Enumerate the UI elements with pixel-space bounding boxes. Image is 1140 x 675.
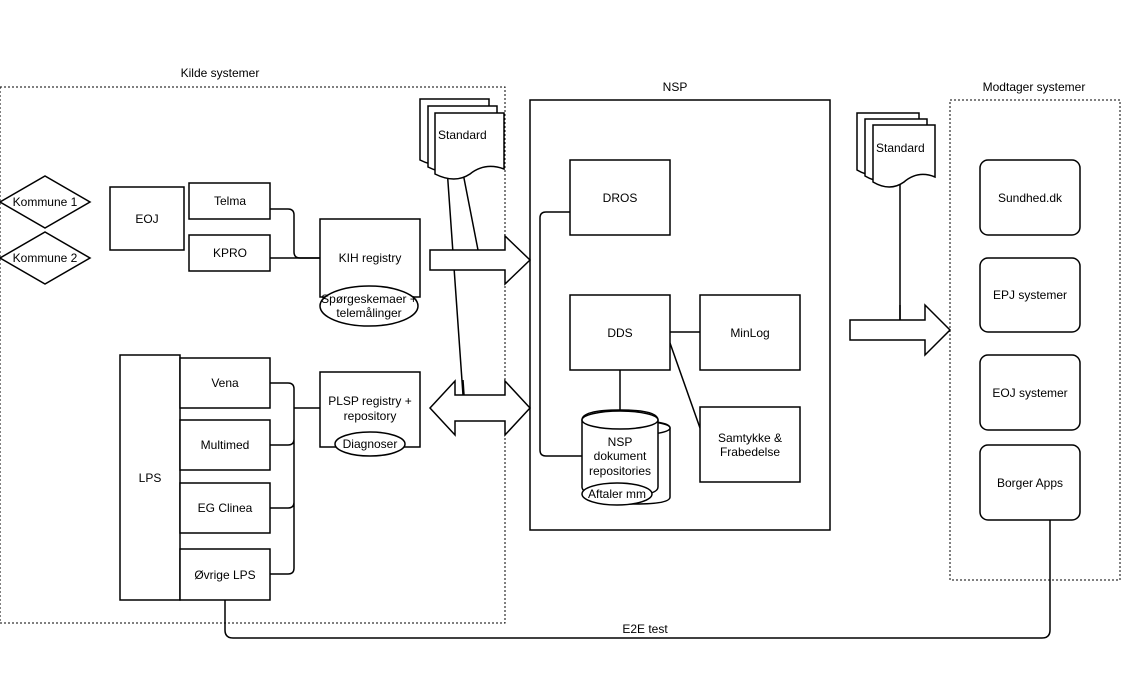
kommune-2-node — [0, 231, 92, 285]
source-systems-group — [0, 86, 506, 624]
samtykke-label-line-2: Frabedelse — [720, 445, 780, 459]
minlog-label: MinLog — [730, 326, 769, 340]
dds-label: DDS — [607, 326, 632, 340]
lps-multimed-node — [179, 419, 271, 471]
lps-oevrige-node — [179, 548, 271, 601]
e2e-test-label: E2E test — [622, 622, 668, 636]
receiver-epj-label: EPJ systemer — [993, 288, 1067, 302]
receiver-epj-systemer — [979, 257, 1081, 333]
lps-multimed-label: Multimed — [201, 438, 250, 452]
lps-eg-clinea-label: EG Clinea — [198, 501, 253, 515]
lps-eg-clinea-node — [179, 482, 271, 534]
receiver-systems-group — [949, 99, 1121, 581]
eoj-node — [109, 186, 185, 251]
telma-label: Telma — [214, 194, 246, 208]
plsp-note-label: Diagnoser — [343, 437, 398, 451]
nsp-repository-cylinder: NSP dokument repositories Aftaler mm — [581, 409, 671, 506]
standard-links — [446, 167, 479, 396]
standard-left-label: Standard — [438, 128, 487, 142]
dds-node — [569, 294, 671, 371]
dros-node — [569, 159, 671, 236]
receiver-borger-apps-label: Borger Apps — [997, 476, 1063, 490]
receiver-sundhed-dk-label: Sundhed.dk — [998, 191, 1063, 205]
receiver-systems-label: Modtager systemer — [983, 80, 1086, 94]
samtykke-node — [699, 406, 801, 483]
telma-kih-connector — [270, 208, 320, 259]
kpro-node — [188, 234, 271, 272]
dros-label: DROS — [603, 191, 638, 205]
standard-documents-left: Standard — [419, 98, 505, 180]
standard-documents-right: Standard — [856, 112, 936, 188]
kpro-label: KPRO — [213, 246, 247, 260]
lps-vena-label: Vena — [211, 376, 239, 390]
dros-repo-connector — [539, 211, 582, 457]
right-arrow-nsp-receiver — [849, 303, 952, 357]
plsp-label-line-1: PLSP registry + — [328, 394, 411, 408]
nsp-label: NSP — [663, 80, 688, 94]
repo-label-line-3: repositories — [589, 464, 651, 478]
lps-vena-node — [179, 357, 271, 409]
e2e-test-connector — [224, 520, 1051, 639]
kih-note-ellipse — [319, 285, 419, 327]
double-arrow-plsp-nsp — [428, 379, 532, 437]
telma-node — [188, 182, 271, 220]
receiver-borger-apps — [979, 444, 1081, 521]
receiver-sundhed-dk — [979, 159, 1081, 236]
receiver-eoj-label: EOJ systemer — [992, 386, 1067, 400]
kih-registry-label: KIH registry — [339, 251, 402, 265]
kommune-1-label: Kommune 1 — [13, 195, 78, 209]
kih-note-line-2: telemålinger — [336, 306, 401, 320]
plsp-note-ellipse — [334, 431, 406, 457]
kommune-2-label: Kommune 2 — [13, 251, 78, 265]
right-arrow-kih-nsp — [429, 234, 532, 286]
e2e-label-bg — [615, 622, 675, 636]
samtykke-label-line-1: Samtykke & — [718, 431, 782, 445]
lps-oevrige-label: Øvrige LPS — [194, 568, 255, 582]
repo-note-ellipse — [581, 482, 653, 506]
source-systems-label: Kilde systemer — [181, 66, 260, 80]
repo-label-line-1: NSP — [608, 435, 633, 449]
lps-node — [119, 354, 181, 601]
standard-link-end — [462, 379, 465, 396]
dds-samtykke-connector — [669, 342, 701, 429]
kih-note-line-1: Spørgeskemaer + — [321, 292, 417, 306]
lps-label: LPS — [139, 471, 162, 485]
standard-right-label: Standard — [876, 141, 925, 155]
kommune-1-node — [0, 175, 92, 229]
plsp-label-line-2: repository — [344, 409, 397, 423]
repo-label-line-2: dokument — [594, 449, 647, 463]
repo-note-label: Aftaler mm — [588, 487, 646, 501]
minlog-node — [699, 294, 801, 371]
receiver-eoj-systemer — [979, 354, 1081, 431]
eoj-label: EOJ — [135, 212, 158, 226]
lps-plsp-connectors — [270, 382, 320, 575]
